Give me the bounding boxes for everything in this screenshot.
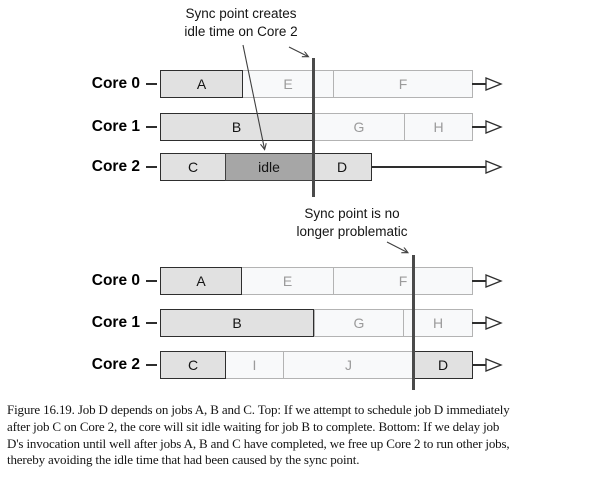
caption-line-4: thereby avoiding the idle time that had … (7, 452, 360, 468)
top-core2-label: Core 2 (91, 158, 140, 175)
top-annotation-line1: Sync point creates (185, 6, 297, 21)
top-core1-future-box: G H (313, 113, 473, 141)
bottom-core0-connector (146, 280, 157, 282)
bottom-core2-label: Core 2 (91, 356, 140, 373)
job-D: D (312, 153, 372, 181)
top-sync-point-line (311, 58, 315, 197)
top-annotation-line2: idle time on Core 2 (184, 23, 298, 39)
job-C: C (160, 351, 226, 379)
top-core1-arrowhead-icon (485, 120, 503, 134)
job-G: G (353, 119, 365, 135)
bottom-core1-timeline (472, 322, 487, 324)
job-I: I (252, 357, 257, 373)
top-core0-connector (146, 83, 157, 85)
bottom-core2-connector (146, 364, 157, 366)
job-E: E (283, 76, 293, 92)
bottom-core2-arrowhead-icon (485, 358, 503, 372)
job-D: D (413, 351, 473, 379)
job-H: H (403, 310, 472, 336)
job-A: A (160, 70, 243, 98)
bottom-core0-label: Core 0 (91, 272, 140, 289)
job-J: J (283, 352, 413, 378)
caption-line-3: D's invocation until well after jobs A, … (7, 435, 510, 451)
job-B: B (160, 113, 313, 141)
top-core1-connector (146, 126, 157, 128)
bottom-core1-connector (146, 322, 157, 324)
job-H: H (404, 114, 472, 140)
bottom-core0-timeline (472, 280, 487, 282)
caption-line-1: Figure 16.19. Job D depends on jobs A, B… (7, 402, 510, 417)
figure-caption: Figure 16.19. Job D depends on jobs A, B… (7, 402, 510, 469)
top-core0-future-box: E F (242, 70, 473, 98)
job-B: B (160, 309, 314, 337)
idle-block: idle (225, 153, 313, 181)
bottom-annotation: Sync point is no longer problematic (296, 205, 407, 240)
top-core1-label: Core 1 (91, 118, 140, 135)
top-annotation: Sync point creates idle time on Core 2 (184, 5, 297, 40)
bottom-core1-label: Core 1 (91, 314, 140, 331)
top-core0-timeline (472, 83, 487, 85)
top-core0-label: Core 0 (91, 75, 140, 92)
bottom-sync-point-line (411, 255, 415, 390)
job-C: C (160, 153, 226, 181)
top-core2-connector (146, 166, 157, 168)
bottom-core1-arrowhead-icon (485, 316, 503, 330)
job-A: A (160, 267, 242, 295)
bottom-core0-arrowhead-icon (485, 274, 503, 288)
top-core2-timeline (371, 166, 487, 168)
bottom-annotation-line1: Sync point is no (304, 206, 400, 221)
bottom-annotation-line2: longer problematic (296, 223, 408, 239)
bottom-core0-future-box: E F (241, 267, 473, 295)
top-core0-arrowhead-icon (485, 77, 503, 91)
job-G: G (353, 315, 365, 331)
bottom-core1-future-box: G H (314, 309, 473, 337)
arrow-to-bottom-sync-line (386, 241, 408, 253)
top-core1-timeline (472, 126, 487, 128)
bottom-core2-timeline (472, 364, 487, 366)
arrow-to-top-sync-line (288, 46, 308, 57)
bottom-core2-future-box: I J (225, 351, 414, 379)
job-F: F (333, 268, 472, 294)
job-F: F (333, 71, 472, 97)
job-E: E (282, 273, 293, 289)
top-core2-arrowhead-icon (485, 160, 503, 174)
caption-line-2: after job C on Core 2, the core will sit… (7, 418, 500, 434)
